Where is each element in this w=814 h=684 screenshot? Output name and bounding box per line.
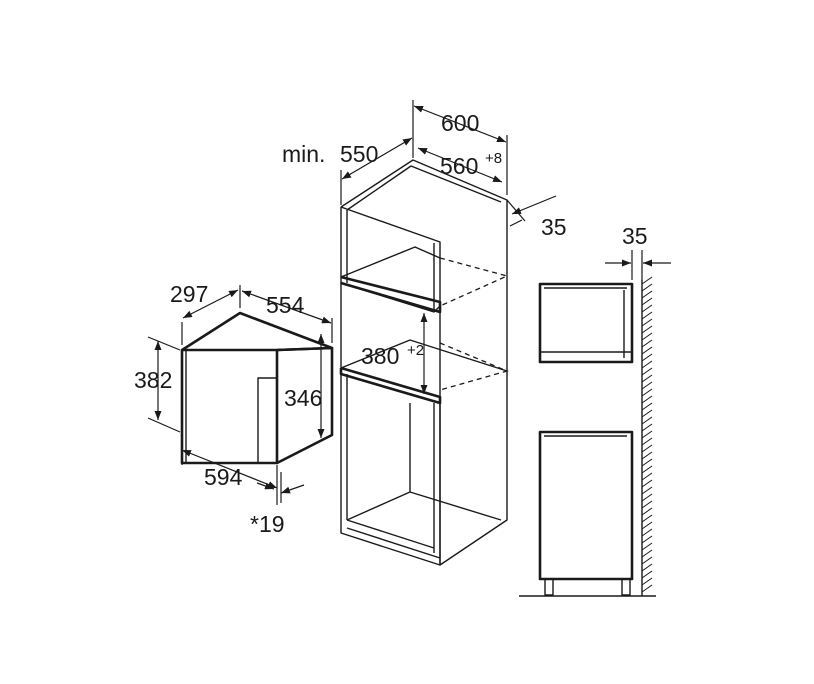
wall-hatch-line [641,570,653,579]
side-section-view [519,276,656,597]
side-gap-dimension: 35 [605,223,671,280]
wall-hatching [641,276,653,593]
dim-oven-front-width: 594 [204,464,243,490]
dim-oven-offset: *19 [250,511,285,537]
microwave-door-panel [257,377,278,464]
cabinet-dimensions: 600 min. 550 560 +8 35 380 +2 [282,100,567,394]
wall-hatch-line [641,325,653,334]
microwave-front [180,348,279,465]
wall-hatch-line [641,318,653,327]
wall-hatch-line [641,332,653,341]
microwave-dimensions: 297 554 382 346 594 *19 [134,281,333,537]
wall-hatch-line [641,346,653,355]
wall-hatch-line [641,514,653,523]
wall-hatch-line [641,297,653,306]
wall-hatch-line [641,577,653,586]
wall-hatch-line [641,339,653,348]
wall-hatch-line [641,416,653,425]
wall-hatch-line [641,549,653,558]
wall-hatch-line [641,563,653,572]
wall-hatch-line [641,458,653,467]
dim-oven-inner-height: 346 [284,385,322,411]
wall-hatch-line [641,521,653,530]
wall-hatch-line [641,486,653,495]
wall-hatch-line [641,402,653,411]
dim-oven-depth: 297 [170,281,208,307]
wall-hatch-line [641,493,653,502]
wall-hatch-line [641,430,653,439]
dim-oven-height: 382 [134,367,172,393]
microwave-top [181,311,334,352]
wall-hatch-line [641,276,653,285]
dim-side-gap: 35 [622,223,648,249]
wall-hatch-line [641,472,653,481]
wall-hatch-line [641,535,653,544]
wall-hatch-line [641,479,653,488]
wall-hatch-line [641,353,653,362]
wall-hatch-line [641,304,653,313]
wall-hatch-line [641,500,653,509]
wall-hatch-line [641,409,653,418]
microwave-side [276,346,334,465]
wall-hatch-line [641,367,653,376]
wall-hatch-line [641,507,653,516]
wall-hatch-line [641,423,653,432]
wall-hatch-line [641,388,653,397]
dim-niche-width: 560 [440,153,478,179]
dim-niche-height-tol: +2 [407,342,424,359]
dim-cabinet-min-depth: 550 [340,141,378,167]
wall-hatch-line [641,311,653,320]
wall-hatch-line [641,528,653,537]
dim-cabinet-width: 600 [441,110,479,136]
wall-hatch-line [641,360,653,369]
dim-niche-width-tol: +8 [485,150,502,167]
dim-niche-height: 380 [361,343,399,369]
wall-hatch-line [641,542,653,551]
wall-hatch-line [641,374,653,383]
wall-hatch-line [641,381,653,390]
wall-hatch-line [641,283,653,292]
wall-hatch-line [641,584,653,593]
dim-back-gap: 35 [541,214,567,240]
wall-hatch-line [641,451,653,460]
wall-hatch-line [641,465,653,474]
wall-hatch-line [641,395,653,404]
wall-hatch-line [641,444,653,453]
dim-oven-width: 554 [266,292,305,318]
wall-hatch-line [641,556,653,565]
dim-cabinet-min-depth-prefix: min. [282,141,325,167]
wall-hatch-line [641,290,653,299]
wall-hatch-line [641,437,653,446]
